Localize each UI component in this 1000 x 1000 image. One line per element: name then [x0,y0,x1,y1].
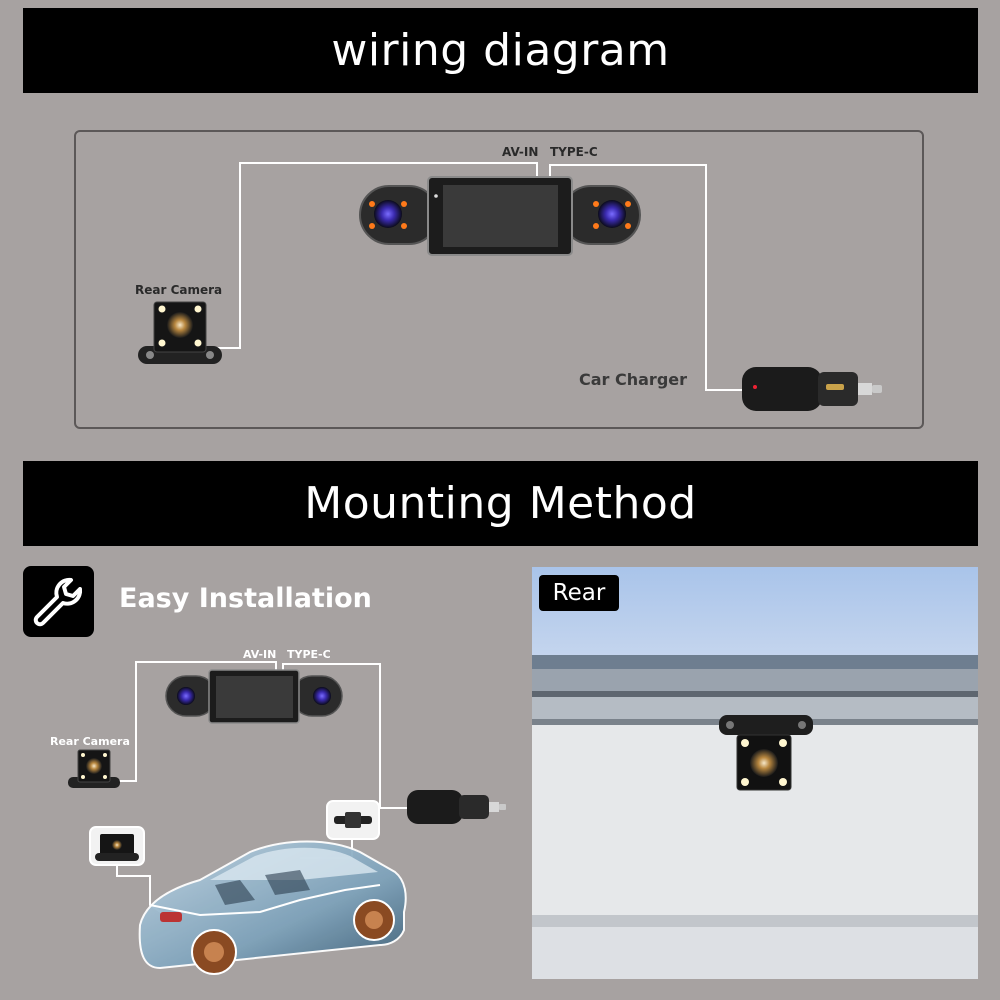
cabin-lens-icon [598,200,626,228]
rear-photo-illustration [532,567,978,979]
wrench-icon-box [23,566,94,637]
wiring-diagram-title: wiring diagram [331,25,670,76]
rear-camera-small [68,749,120,788]
wiring-panel [74,130,924,429]
connector-callout [326,800,380,840]
mounting-rear-camera-label: Rear Camera [50,735,130,748]
mounting-method-title: Mounting Method [304,478,697,529]
easy-installation-title: Easy Installation [119,583,372,614]
wiring-wires [205,162,742,391]
car-charger-small [407,790,506,824]
mounting-type-c-label: TYPE-C [287,648,331,661]
wrench-icon [33,577,83,627]
mounting-av-in-label: AV-IN [243,648,277,661]
car-charger-label: Car Charger [579,370,688,389]
rear-camera-callout [89,826,145,866]
front-lens-icon [374,200,402,228]
usb-c-port-icon [826,384,844,390]
type-c-wire [549,164,742,391]
rear-tag-label: Rear [552,580,606,606]
mounting-type-c-wire [282,663,407,809]
av-in-wire [205,162,538,349]
mounting-method-banner: Mounting Method [23,461,978,546]
rear-camera-lens-icon [167,312,193,338]
rear-mount-photo [532,567,978,979]
rear-tag: Rear [539,575,619,611]
car-illustration [138,840,407,975]
av-in-label: AV-IN [502,145,539,159]
type-c-label: TYPE-C [550,145,598,159]
rear-camera-photo [719,715,813,791]
car-charger-top [742,367,882,411]
rear-camera-label: Rear Camera [135,283,223,297]
rear-camera-top [138,301,222,364]
dashcam-small [165,669,343,724]
dashcam-screen [443,185,558,247]
wiring-diagram-banner: wiring diagram [23,8,978,93]
mounting-av-in-wire [116,661,277,782]
dashcam-main [359,176,641,256]
